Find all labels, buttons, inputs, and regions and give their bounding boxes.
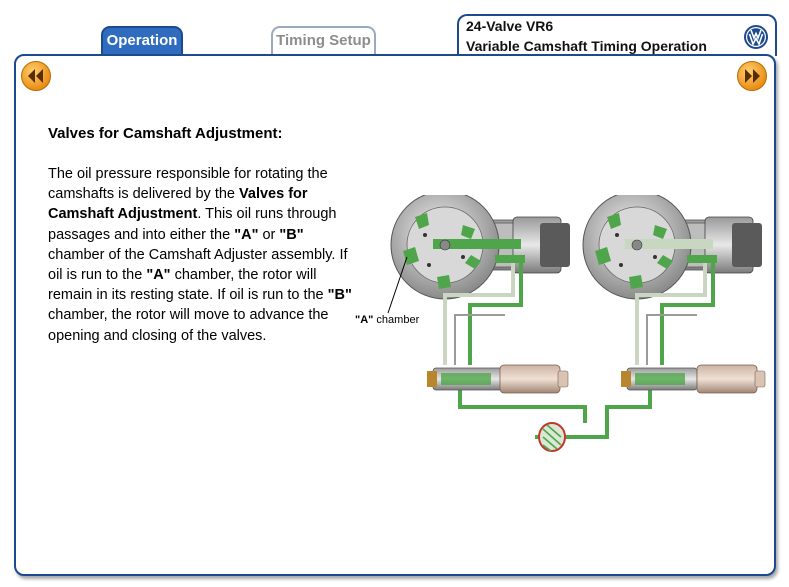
fast-forward-icon[interactable]: [736, 60, 768, 92]
oil-filter: [538, 422, 566, 452]
left-adjuster: [390, 195, 570, 300]
text-segment: . This oil runs through passages and int…: [48, 206, 337, 243]
title-line-1: 24-Valve VR6: [466, 18, 554, 34]
text-segment: chamber, the rotor will remain in its re…: [48, 267, 328, 304]
left-solenoid-valve: [427, 364, 569, 394]
right-adjuster: [582, 195, 762, 300]
rewind-icon[interactable]: [20, 60, 52, 92]
section-heading: Valves for Camshaft Adjustment:: [48, 125, 283, 142]
text-bold: Valves for Camshaft Adjustment: [48, 186, 308, 223]
text-bold: "B": [279, 226, 304, 243]
right-solenoid-valve: [621, 364, 766, 394]
title-box: 24-Valve VR6 Variable Camshaft Timing Op…: [457, 14, 777, 56]
text-bold: "B": [327, 287, 352, 304]
tab-timing-setup[interactable]: Timing Setup: [271, 26, 376, 54]
body-paragraph: The oil pressure responsible for rotatin…: [48, 164, 356, 346]
text-segment: or: [258, 226, 280, 243]
tab-operation[interactable]: Operation: [101, 26, 183, 54]
vw-logo: [744, 25, 768, 49]
text-bold: "A": [234, 226, 259, 243]
text-segment: The oil pressure responsible for rotatin…: [48, 166, 328, 203]
a-chamber-label-text: chamber: [373, 314, 420, 326]
camshaft-adjuster-diagram: [387, 195, 766, 452]
text-segment: chamber of the Camshaft Adjuster assembl…: [48, 246, 348, 284]
a-chamber-label: "A" chamber: [355, 314, 419, 326]
a-chamber-label-quote: "A": [355, 314, 374, 326]
text-segment: chamber, the rotor will move to advance …: [48, 307, 329, 344]
oil-lines: [443, 263, 715, 439]
text-bold: "A": [146, 267, 171, 284]
title-line-2: Variable Camshaft Timing Operation: [466, 38, 707, 54]
a-chamber-pointer: [387, 256, 408, 314]
